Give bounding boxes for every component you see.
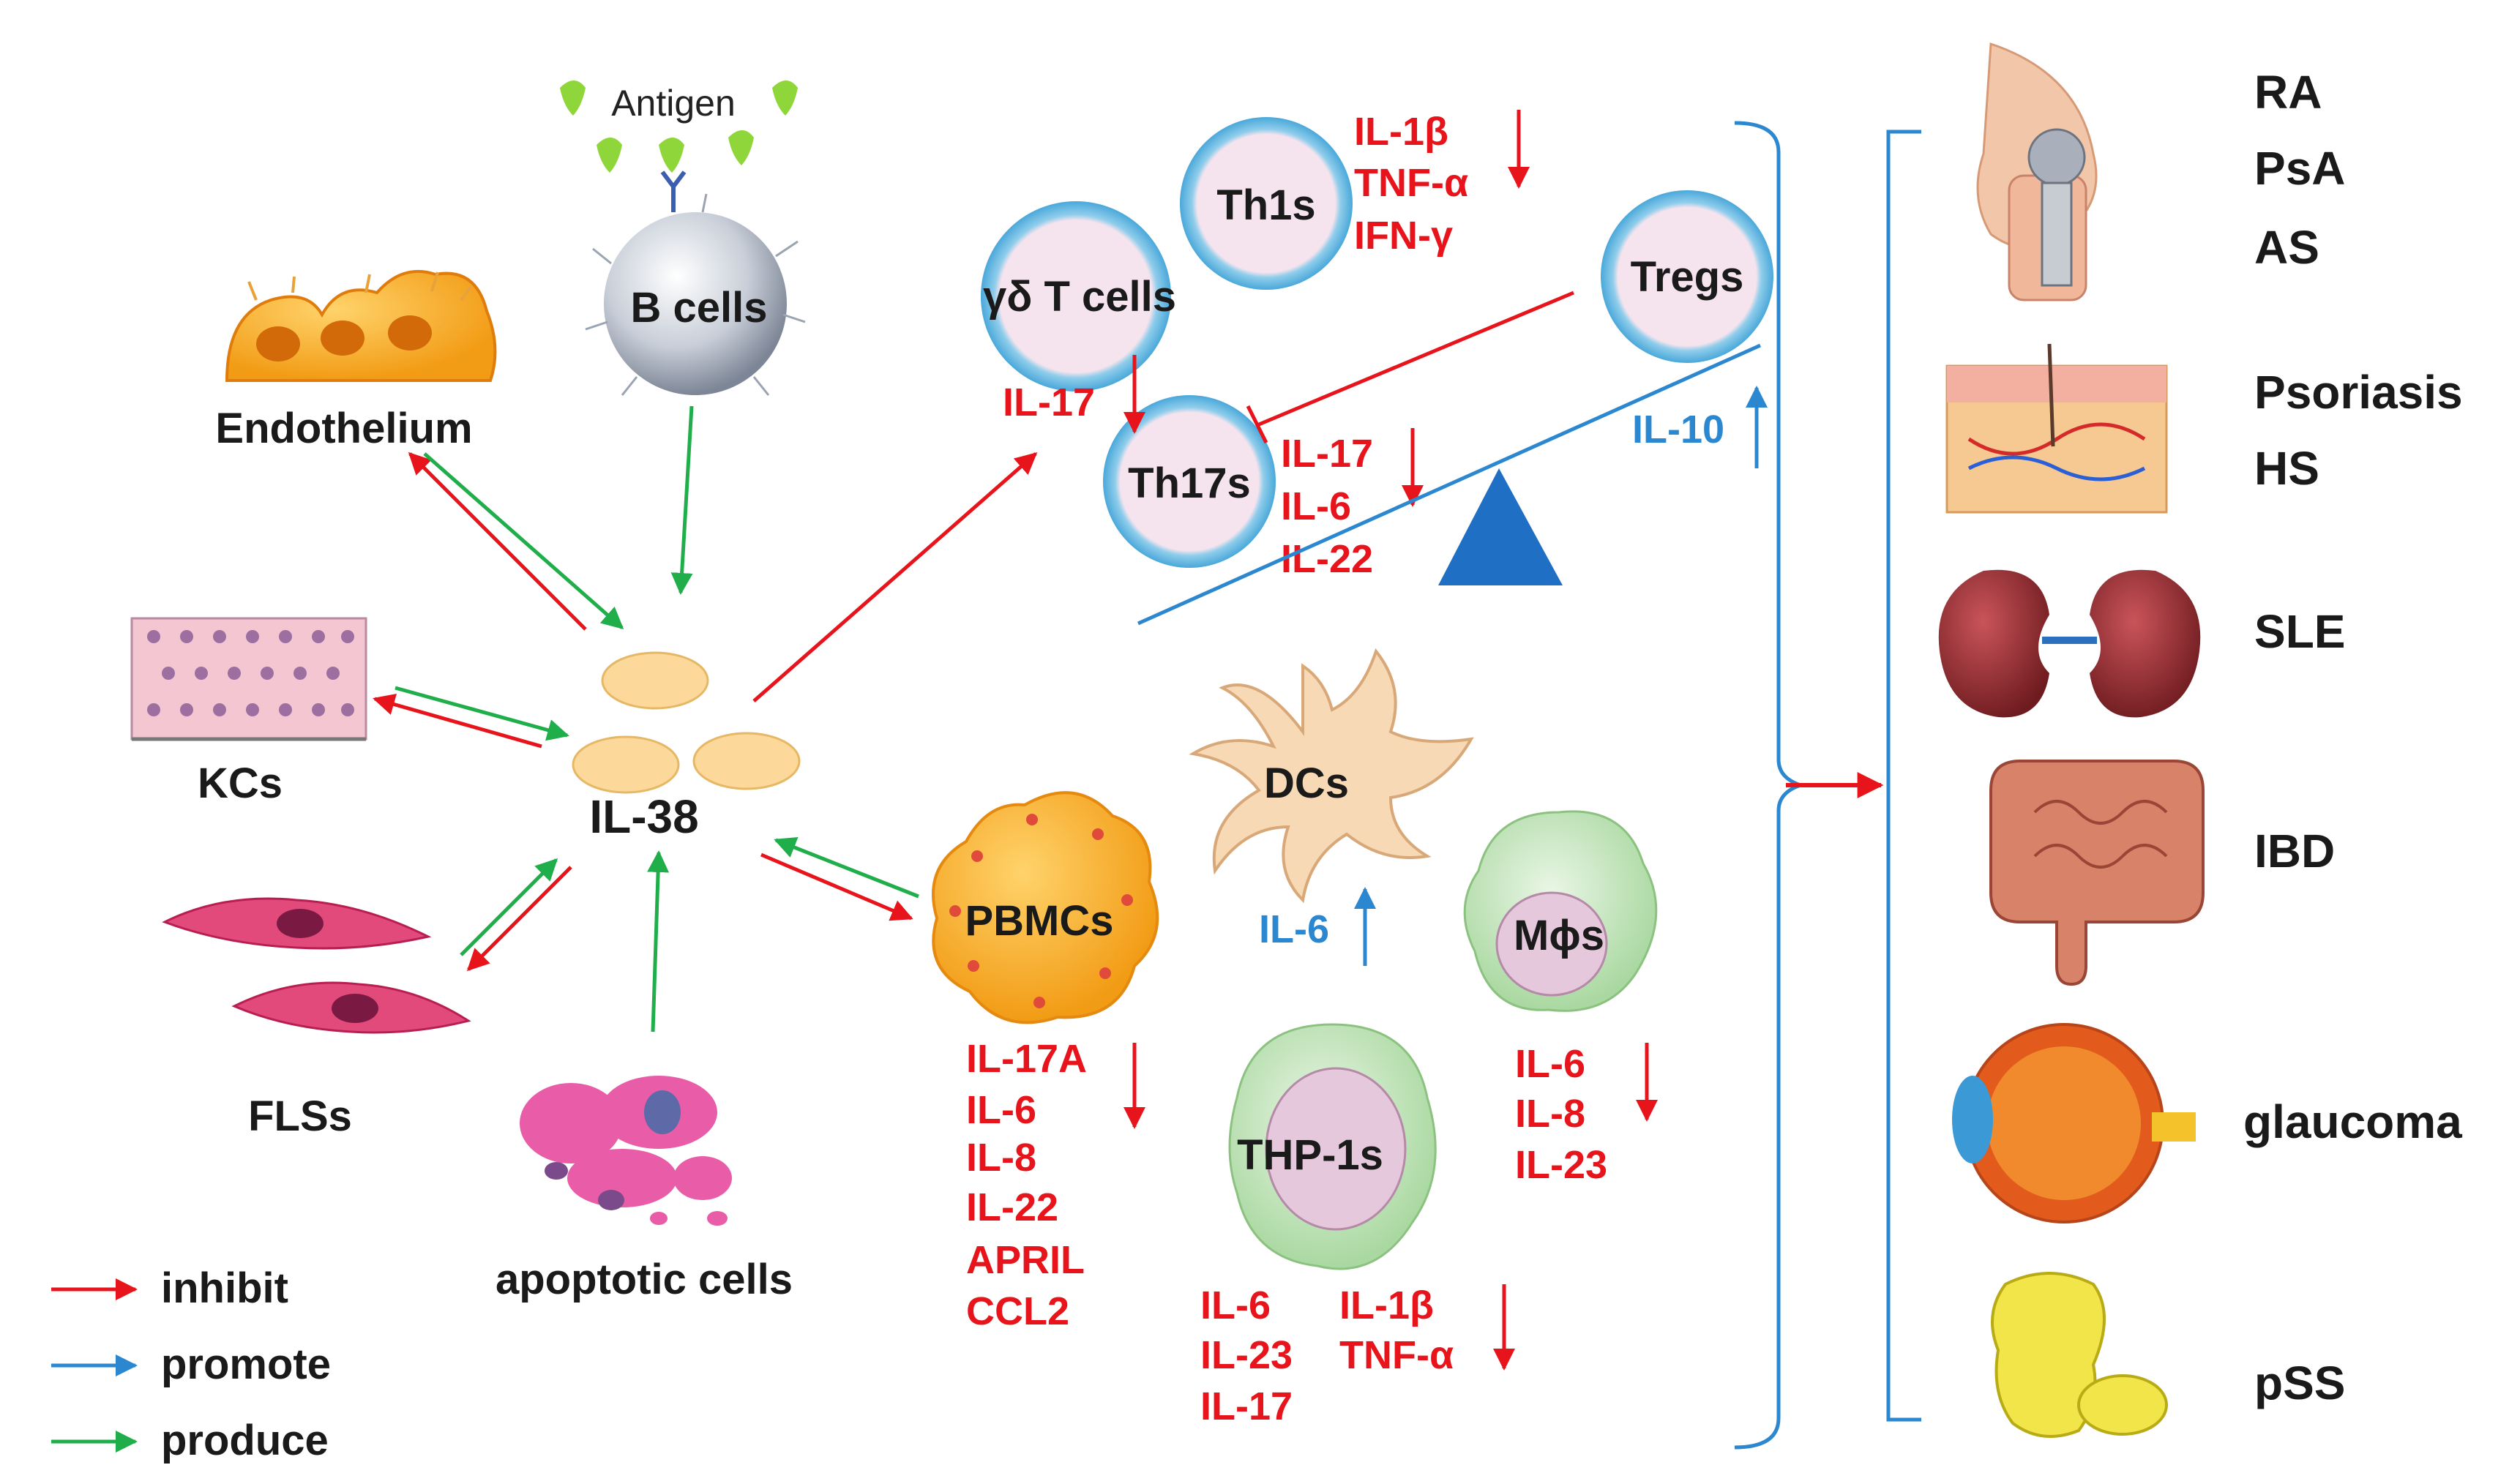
kcs-icon <box>130 617 367 741</box>
thp1-cytokine-l2: IL-23 <box>1200 1333 1293 1377</box>
pbmc-cytokine-5: APRIL <box>966 1238 1085 1282</box>
th1-cytokine-3: IFN-γ <box>1354 214 1453 258</box>
gd-t-cells-label: γδ T cells <box>983 273 1176 321</box>
dcs-label: DCs <box>1264 760 1349 807</box>
gland-icon <box>1991 1272 2168 1438</box>
thp1-cytokine-r1: IL-1β <box>1339 1283 1434 1327</box>
disease-pss: pSS <box>2254 1357 2345 1409</box>
apoptotic-label: apoptotic cells <box>496 1256 793 1303</box>
disease-glaucoma: glaucoma <box>2243 1095 2462 1148</box>
tregs-inhibit-th17 <box>1246 291 1574 444</box>
thp1s-cell <box>1228 1023 1437 1270</box>
gd-t-cells-cell <box>981 201 1171 391</box>
pbmc-cytokine-3: IL-8 <box>966 1136 1036 1180</box>
disease-ibd: IBD <box>2254 825 2335 877</box>
thp1s-label: THP-1s <box>1237 1131 1383 1179</box>
pbmcs-cell <box>932 791 1159 1024</box>
balance-scale <box>1137 343 1762 626</box>
mphi-cytokine-1: IL-6 <box>1515 1042 1585 1086</box>
th1s-cell <box>1180 117 1353 290</box>
tregs-cell <box>1601 190 1773 363</box>
il38-particles <box>572 651 801 794</box>
th17-cytokine-1: IL-17 <box>1281 432 1373 476</box>
b-cells-label: B cells <box>631 284 768 331</box>
antigen-icon <box>560 80 798 173</box>
th1s-label: Th1s <box>1216 181 1315 229</box>
disease-ra: RA <box>2254 66 2322 119</box>
th17s-label: Th17s <box>1128 460 1251 507</box>
disease-psa: PsA <box>2254 142 2346 195</box>
th17s-cell <box>1103 395 1276 568</box>
th1-cytokine-2: TNF-α <box>1354 161 1468 205</box>
pbmcs-label: PBMCs <box>965 897 1113 945</box>
tregs-label: Tregs <box>1631 253 1744 301</box>
th17-cytokine-3: IL-22 <box>1281 537 1373 581</box>
il38-label: IL-38 <box>589 790 698 843</box>
gd-cytokine: IL-17 <box>1003 381 1095 424</box>
thp1-cytokine-r2: TNF-α <box>1339 1333 1454 1377</box>
disease-sle: SLE <box>2254 605 2345 658</box>
thp1-cytokine-l3: IL-17 <box>1200 1384 1293 1428</box>
thp1-cytokine-l1: IL-6 <box>1200 1283 1271 1327</box>
legend <box>51 1278 138 1453</box>
mphi-cytokine-2: IL-8 <box>1515 1092 1585 1136</box>
dcs-cell <box>1189 648 1474 904</box>
kidney-icon <box>1938 569 2201 718</box>
th1-cytokine-1: IL-1β <box>1354 110 1448 154</box>
source-arrows <box>373 405 1038 1033</box>
mphis-cell <box>1463 810 1658 1012</box>
disease-as: AS <box>2254 221 2319 274</box>
kcs-label: KCs <box>198 760 283 807</box>
apoptotic-cells-icon <box>520 1076 732 1226</box>
b-cell-icon <box>585 170 806 396</box>
legend-promote: promote <box>161 1341 331 1388</box>
skin-icon <box>1945 343 2168 514</box>
endothelium-label: Endothelium <box>215 405 472 452</box>
dc-cytokine: IL-6 <box>1259 907 1329 951</box>
pbmc-cytokine-6: CCL2 <box>966 1289 1069 1333</box>
th17-cytokine-2: IL-6 <box>1281 484 1351 528</box>
disease-psoriasis: Psoriasis <box>2254 366 2463 419</box>
flss-label: FLSs <box>248 1093 352 1140</box>
joint-icon <box>1976 42 2098 301</box>
gut-icon <box>1989 760 2205 986</box>
legend-produce: produce <box>161 1417 329 1464</box>
pbmc-cytokine-4: IL-22 <box>966 1185 1058 1229</box>
antigen-label: Antigen <box>611 83 736 124</box>
mphi-cytokine-3: IL-23 <box>1515 1143 1607 1187</box>
mphis-label: Mϕs <box>1514 912 1604 959</box>
pbmc-cytokine-2: IL-6 <box>966 1088 1036 1132</box>
disease-hs: HS <box>2254 442 2319 495</box>
endothelium-icon <box>225 269 497 382</box>
treg-cytokine: IL-10 <box>1632 408 1724 451</box>
eye-icon <box>1952 1023 2196 1223</box>
pbmc-cytokine-1: IL-17A <box>966 1037 1087 1081</box>
flss-icon <box>162 897 471 1034</box>
legend-inhibit: inhibit <box>161 1264 288 1312</box>
right-bracket <box>1886 130 1921 1422</box>
